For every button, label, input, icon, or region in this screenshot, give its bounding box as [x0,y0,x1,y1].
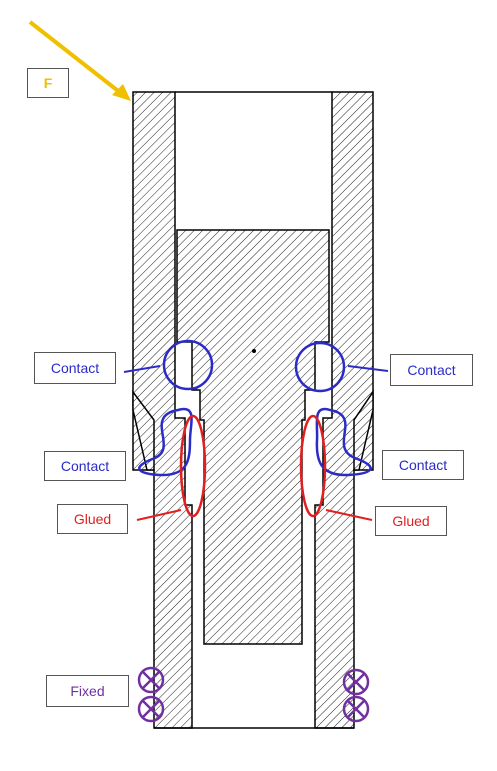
fixed-label: Fixed [46,675,129,707]
outer-sleeve-right-wall [314,91,374,729]
force-arrow [28,20,131,101]
outer-taper-left [132,389,155,471]
inner-plug [176,229,330,645]
contact-leader-upper-left [123,365,161,373]
contact-label-lower-left: Contact [44,451,126,481]
center-mark [252,349,256,353]
contact-label-lower-right: Contact [382,450,464,480]
contact-blob-left [138,407,193,477]
contact-label-upper-right: Contact [390,354,473,386]
outer-sleeve-left-wall [132,91,193,729]
glued-ellipse-right [299,414,327,518]
contact-label-upper-left: Contact [34,352,116,384]
glued-leader-left [136,509,182,521]
force-label: F [27,68,69,98]
glued-label-left: Glued [57,504,128,534]
contact-leader-upper-right [347,365,389,372]
glued-label-right: Glued [375,506,447,536]
glued-leader-right [325,509,373,521]
fixed-symbol-right-upper [342,668,370,696]
contact-circle-left [162,339,214,391]
contact-blob-right [315,407,372,477]
glued-ellipse-left [179,414,207,518]
fixed-symbol-right-lower [342,695,370,723]
fixed-symbol-left-lower [137,695,165,723]
fixed-symbol-left-upper [137,666,165,694]
contact-circle-right [294,341,346,393]
